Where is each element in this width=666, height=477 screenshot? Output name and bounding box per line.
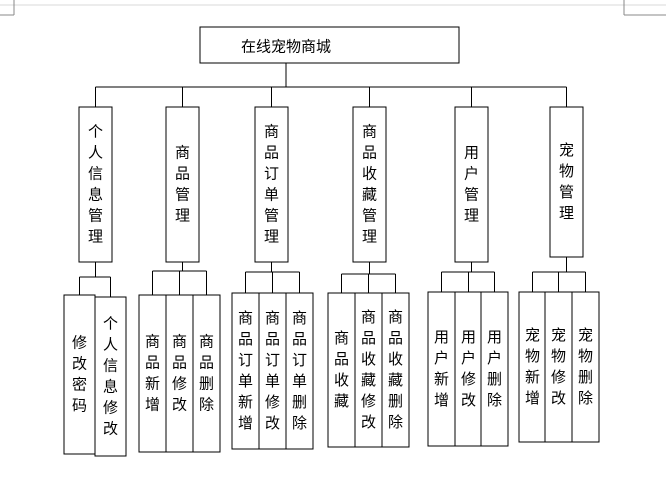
module-label-1: 个人信息管理 [88,123,103,246]
root-node: 在线宠物商城 [199,26,460,64]
leaf-label-6-3: 宠物删除 [578,326,593,407]
leaf-label-5-3: 用户删除 [487,328,502,409]
module-node-6: 宠物管理 [549,106,584,258]
leaf-node-6-1: 宠物新增 [518,291,547,443]
module-label-6: 宠物管理 [559,141,574,222]
module-node-3: 商品订单管理 [254,106,289,263]
module-node-1: 个人信息管理 [78,106,113,263]
leaf-node-5-1: 用户新增 [427,291,456,447]
leaf-node-3-3: 商品订单删除 [285,292,314,450]
leaf-node-4-3: 商品收藏删除 [381,292,410,448]
leaf-label-1-1: 修改密码 [72,334,87,415]
leaf-node-1-1: 修改密码 [63,294,96,455]
leaf-label-5-1: 用户新增 [434,328,449,409]
leaf-node-2-1: 商品新增 [138,294,167,453]
leaf-node-6-3: 宠物删除 [571,291,600,443]
module-node-4: 商品收藏管理 [352,106,387,263]
tree-nodes: 个人信息管理修改密码个人信息修改商品管理商品新增商品修改商品删除商品订单管理商品… [63,106,600,457]
leaf-node-2-3: 商品删除 [192,294,221,453]
module-label-2: 商品管理 [175,144,190,225]
leaf-label-6-2: 宠物修改 [551,326,566,407]
leaf-node-5-3: 用户删除 [480,291,509,447]
leaf-node-3-2: 商品订单修改 [258,292,287,450]
leaf-label-5-2: 用户修改 [461,328,476,409]
module-node-5: 用户管理 [454,106,489,263]
leaf-label-3-1: 商品订单新增 [238,309,253,432]
leaf-node-6-2: 宠物修改 [544,291,573,443]
leaf-node-1-2: 个人信息修改 [94,296,127,457]
leaf-node-3-1: 商品订单新增 [231,292,260,450]
leaf-node-5-2: 用户修改 [454,291,483,447]
module-label-5: 用户管理 [464,144,479,225]
leaf-label-2-2: 商品修改 [172,333,187,414]
leaf-label-3-2: 商品订单修改 [265,309,280,432]
leaf-node-4-2: 商品收藏修改 [354,292,383,448]
module-node-2: 商品管理 [165,106,200,263]
leaf-label-6-1: 宠物新增 [525,326,540,407]
leaf-node-4-1: 商品收藏 [327,292,356,448]
module-label-3: 商品订单管理 [264,123,279,246]
leaf-label-1-2: 个人信息修改 [103,315,118,438]
leaf-label-3-3: 商品订单删除 [292,309,307,432]
leaf-label-4-1: 商品收藏 [334,329,349,410]
leaf-label-4-3: 商品收藏删除 [388,308,403,431]
connector-lines [79,63,586,297]
leaf-label-2-3: 商品删除 [199,333,214,414]
leaf-label-4-2: 商品收藏修改 [361,308,376,431]
module-label-4: 商品收藏管理 [362,123,377,246]
root-label: 在线宠物商城 [241,38,331,56]
leaf-node-2-2: 商品修改 [165,294,194,453]
leaf-label-2-1: 商品新增 [145,333,160,414]
